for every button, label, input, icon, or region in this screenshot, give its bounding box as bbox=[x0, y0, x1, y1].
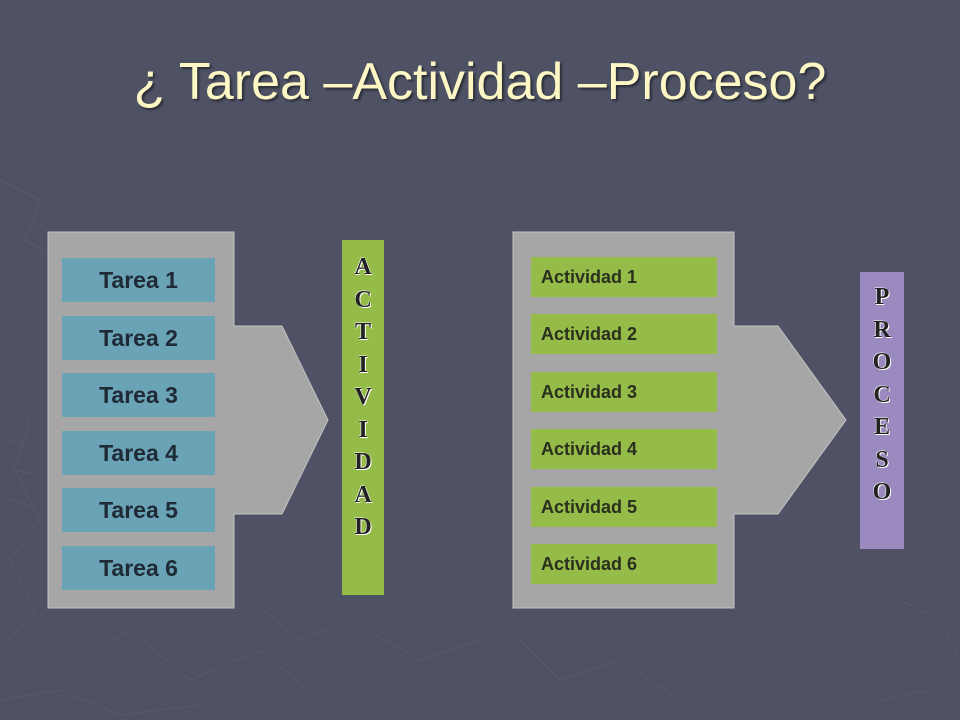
actividad-box: Actividad 4 bbox=[531, 429, 717, 469]
actividad-letter: C bbox=[354, 286, 372, 313]
proceso-letter: P bbox=[874, 284, 890, 310]
actividad-box: Actividad 3 bbox=[531, 372, 717, 412]
tarea-box: Tarea 6 bbox=[62, 546, 215, 590]
tarea-box: Tarea 2 bbox=[62, 316, 215, 360]
proceso-letter: E bbox=[873, 414, 890, 440]
actividad-letter: V bbox=[354, 384, 372, 410]
proceso-letter: O bbox=[872, 349, 892, 375]
actividad-box: Actividad 6 bbox=[531, 544, 717, 584]
tarea-box: Tarea 3 bbox=[62, 373, 215, 417]
actividad-letter: I bbox=[358, 351, 368, 378]
actividad-box: Actividad 1 bbox=[531, 257, 717, 297]
actividad-letter: T bbox=[354, 319, 371, 345]
tarea-box: Tarea 1 bbox=[62, 258, 215, 302]
proceso-vertical-label: P R O C E S O bbox=[860, 272, 904, 549]
actividad-letter: A bbox=[354, 254, 372, 280]
actividad-box: Actividad 2 bbox=[531, 314, 717, 354]
tarea-box: Tarea 4 bbox=[62, 431, 215, 475]
proceso-letter: S bbox=[875, 446, 889, 473]
actividad-letter: D bbox=[354, 514, 372, 540]
proceso-letter: R bbox=[873, 316, 891, 343]
actividad-box: Actividad 5 bbox=[531, 487, 717, 527]
proceso-letter: O bbox=[872, 479, 892, 505]
actividad-letter: I bbox=[358, 416, 368, 443]
tarea-box: Tarea 5 bbox=[62, 488, 215, 532]
actividad-letter: D bbox=[354, 449, 372, 475]
page-title: ¿ Tarea –Actividad –Proceso? bbox=[133, 53, 827, 111]
actividad-letter: A bbox=[354, 481, 372, 508]
actividad-vertical-label: A C T I V I D A D bbox=[342, 240, 384, 595]
proceso-letter: C bbox=[873, 381, 891, 408]
